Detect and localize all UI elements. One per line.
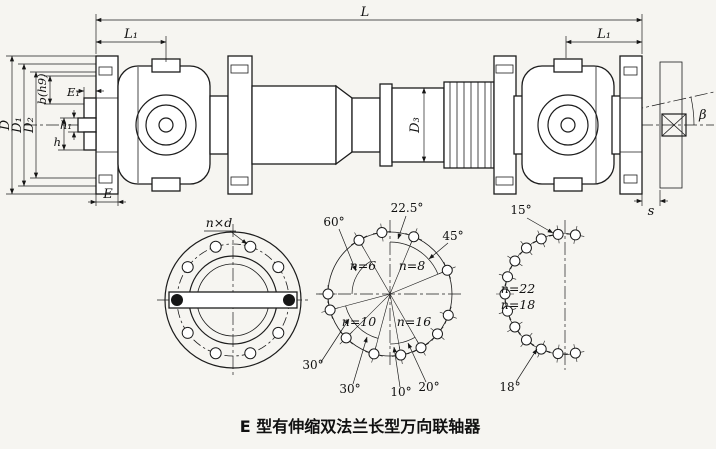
angle-label-30b: 30° — [339, 382, 360, 396]
dim-label-L1-left: L₁ — [123, 27, 138, 42]
right-pattern-holes — [496, 225, 585, 363]
assembly-side-view — [77, 55, 687, 195]
dim-label-D: D — [0, 119, 13, 131]
spline-section — [443, 81, 495, 169]
label-n-x-d: n×d — [206, 215, 233, 230]
dim-label-beta: β — [698, 108, 707, 123]
dim-label-b: b(h9) — [35, 73, 49, 104]
right-disk-flange — [493, 55, 517, 195]
dim-label-D2: D₂ — [22, 117, 37, 134]
flange-outer-circle — [164, 231, 302, 369]
left-bearing-cross — [135, 94, 197, 156]
left-disk-flange — [227, 55, 253, 195]
companion-flange — [659, 61, 683, 189]
right-bearing-cap-bottom — [553, 177, 583, 192]
dim-label-h: h — [54, 135, 61, 149]
right-mounting-flange — [619, 55, 643, 195]
angle-label-45: 45° — [442, 229, 463, 243]
angle-label-30a: 30° — [302, 358, 323, 372]
dim-label-D3: D₃ — [408, 117, 423, 134]
right-bearing-cross — [537, 94, 599, 156]
bolt-pattern-middle: 60° 22.5° 45° n=6 n=8 n=10 n=16 30° 30° … — [302, 201, 464, 399]
count-label-n18: n=18 — [501, 297, 535, 312]
count-label-n6: n=6 — [350, 258, 377, 273]
left-bearing-cap-bottom — [151, 177, 181, 192]
left-mounting-flange — [95, 55, 119, 195]
dim-label-E: E — [102, 187, 113, 202]
flange-front-view: n×d — [157, 215, 309, 376]
right-joint-yoke — [521, 65, 615, 185]
count-label-n10: n=10 — [342, 314, 376, 329]
middle-pattern-holes — [319, 223, 457, 364]
angle-label-15: 15° — [510, 203, 531, 217]
angle-label-10: 10° — [390, 385, 411, 399]
dim-label-E1: E₁ — [66, 85, 80, 99]
angle-label-60: 60° — [323, 215, 344, 229]
dim-label-s: s — [648, 204, 655, 219]
angle-label-20: 20° — [418, 380, 439, 394]
drawing-caption: E 型有伸缩双法兰长型万向联轴器 — [240, 417, 482, 436]
dimensions: L L₁ L₁ D D₁ D₂ b(h9) E₁ — [0, 5, 707, 219]
angle-label-18: 18° — [499, 380, 520, 394]
dim-label-L1-right: L₁ — [596, 27, 611, 42]
flange-bolt-holes — [181, 240, 285, 360]
count-label-n16: n=16 — [397, 314, 431, 329]
middle-tube — [251, 85, 337, 165]
dim-label-D1: D₁ — [10, 117, 25, 134]
angle-label-22-5: 22.5° — [391, 201, 424, 215]
dim-label-L: L — [360, 5, 370, 20]
right-bearing-cap-top — [553, 58, 583, 73]
yoke-bar — [168, 291, 298, 309]
dim-label-h1: h₁ — [60, 118, 72, 132]
count-label-n8: n=8 — [399, 258, 426, 273]
count-label-n22: n=22 — [501, 281, 535, 296]
bolt-pattern-right: 15° n=22 n=18 18° — [496, 203, 585, 394]
